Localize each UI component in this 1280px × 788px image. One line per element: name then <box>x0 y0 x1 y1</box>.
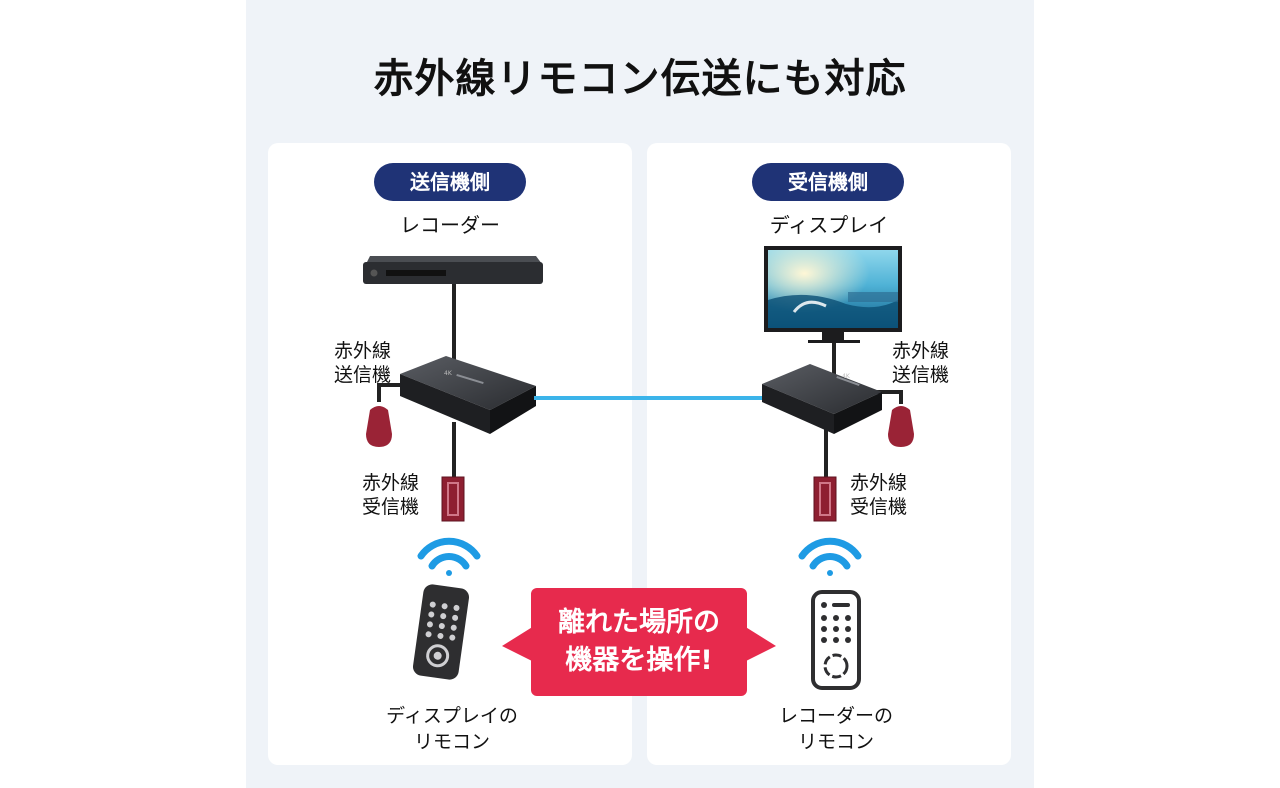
right-ir-transmitter-label: 赤外線送信機 <box>892 340 950 386</box>
right-ir-receiver-label: 赤外線受信機 <box>850 472 908 518</box>
recorder-icon <box>363 256 543 284</box>
wireless-signal-icon <box>798 537 862 576</box>
display-label: ディスプレイ <box>769 213 889 237</box>
remote-operation-callout: 離れた場所の機器を操作! <box>531 588 747 696</box>
ir-receiver-icon <box>441 476 465 522</box>
extender-box-icon: 4K <box>400 356 536 434</box>
left-ir-transmitter-label: 赤外線送信機 <box>334 340 392 386</box>
diagram-canvas: 赤外線リモコン伝送にも対応 送信機側 レコーダー 受信機側 ディスプレイ <box>246 0 1034 788</box>
wireless-signal-icon <box>417 537 481 576</box>
callout-pointers <box>502 626 776 662</box>
connection-diagram: 4K <box>363 246 914 690</box>
transmitter-side-badge: 送信機側 <box>374 163 526 201</box>
left-ir-receiver-label: 赤外線受信機 <box>362 472 420 518</box>
ir-emitter-icon <box>888 406 914 447</box>
remote-control-icon <box>811 590 861 690</box>
svg-text:4K: 4K <box>842 373 851 380</box>
display-icon <box>764 246 902 343</box>
ir-receiver-icon <box>813 476 837 522</box>
extender-box-icon: 4K <box>762 364 882 434</box>
svg-text:4K: 4K <box>444 370 453 377</box>
right-remote-caption: レコーダーのリモコン <box>778 705 893 753</box>
remote-control-icon <box>412 584 470 680</box>
recorder-label: レコーダー <box>400 213 500 237</box>
ir-emitter-icon <box>366 406 392 447</box>
page-title: 赤外線リモコン伝送にも対応 <box>373 56 907 102</box>
left-remote-caption: ディスプレイのリモコン <box>386 705 518 753</box>
receiver-side-badge: 受信機側 <box>752 163 904 201</box>
